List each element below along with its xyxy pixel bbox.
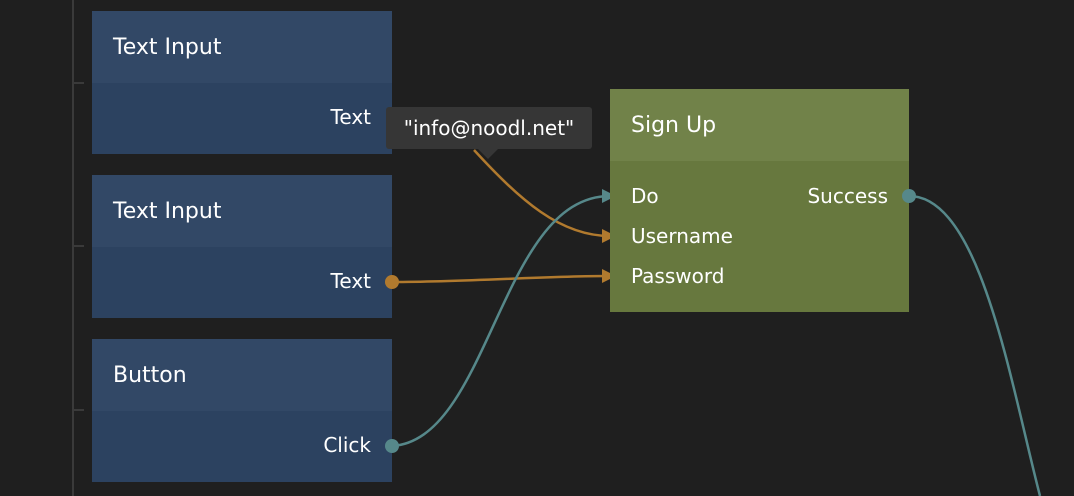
output-port-click[interactable]: Click [323, 433, 371, 457]
guide-tick [72, 82, 84, 84]
password-input-arrow-icon [602, 269, 616, 283]
input-port-username[interactable]: Username [631, 224, 733, 248]
node-title: Sign Up [631, 112, 717, 138]
output-port-text[interactable]: Text [330, 105, 371, 129]
node-body: Text [92, 83, 392, 154]
node-header: Button [92, 339, 392, 411]
text-output-dot[interactable] [385, 275, 399, 289]
input-port-password[interactable]: Password [631, 264, 725, 288]
click-output-dot[interactable] [385, 439, 399, 453]
node-title: Text Input [113, 34, 222, 60]
tooltip-text: "info@noodl.net" [403, 116, 575, 140]
guide-tick [72, 409, 84, 411]
output-port-text[interactable]: Text [330, 269, 371, 293]
value-tooltip: "info@noodl.net" [386, 107, 592, 149]
text-input-node-1[interactable]: Text Input Text [92, 11, 392, 154]
node-title: Button [113, 362, 187, 388]
node-body: Click [92, 411, 392, 482]
node-header: Sign Up [610, 89, 909, 161]
node-body: Do Username Password Success [610, 161, 909, 312]
wire-success-out[interactable] [908, 194, 1042, 496]
wire-click-to-do[interactable] [391, 194, 611, 448]
sign-up-node[interactable]: Sign Up Do Username Password Success [610, 89, 909, 312]
tooltip-pointer [478, 149, 498, 159]
text-input-node-2[interactable]: Text Input Text [92, 175, 392, 318]
node-header: Text Input [92, 175, 392, 247]
node-header: Text Input [92, 11, 392, 83]
success-output-dot[interactable] [902, 189, 916, 203]
input-port-do[interactable]: Do [631, 184, 659, 208]
guide-tick [72, 245, 84, 247]
username-input-arrow-icon [602, 229, 616, 243]
button-node[interactable]: Button Click [92, 339, 392, 482]
do-input-arrow-icon [602, 189, 616, 203]
wire-text-to-username[interactable] [473, 149, 611, 238]
node-title: Text Input [113, 198, 222, 224]
output-port-success[interactable]: Success [807, 184, 888, 208]
canvas-guide-line [72, 0, 74, 496]
wire-text-to-password[interactable] [391, 274, 611, 284]
node-body: Text [92, 247, 392, 318]
